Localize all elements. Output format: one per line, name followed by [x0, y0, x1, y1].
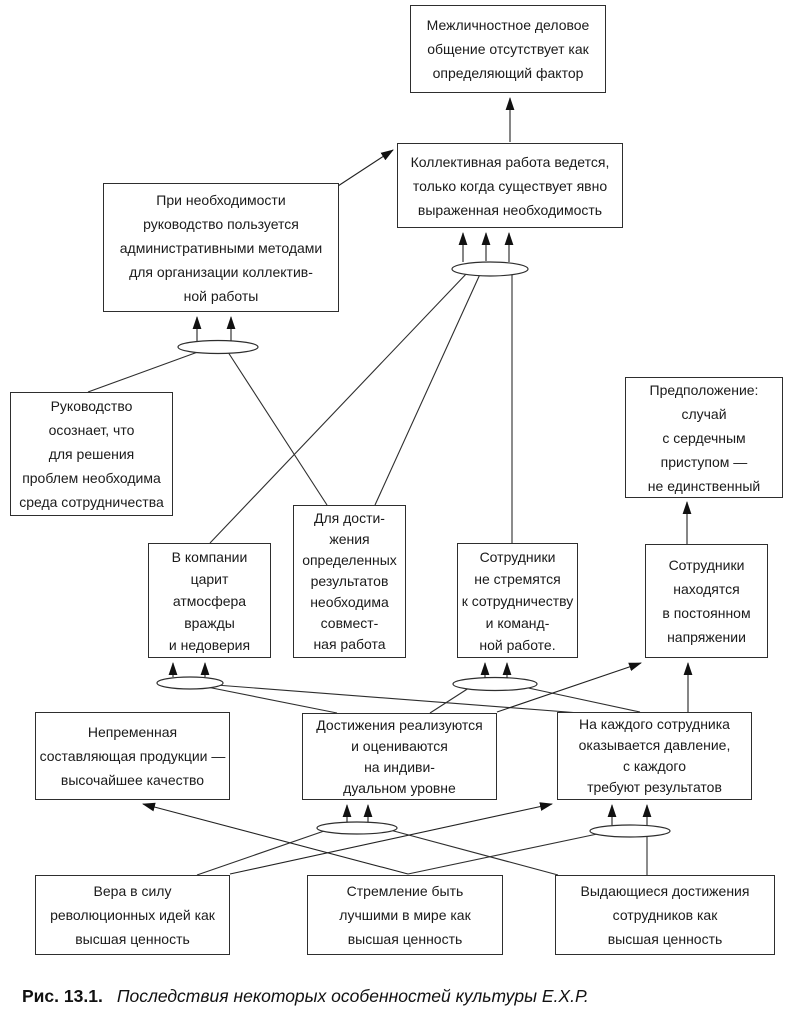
figure-caption: Рис. 13.1. Последствия некоторых особенно…: [22, 986, 772, 1007]
line-individual-to-junction-d: [429, 685, 473, 714]
box-constant-tension: Сотрудники находятся в постоянном напряж…: [645, 544, 768, 658]
collector-lines: [87, 271, 648, 876]
figure-caption-text: Последствия некоторых особенностей культ…: [116, 986, 589, 1006]
box-hostility: В компании царит атмосфера вражды и недо…: [148, 543, 271, 658]
box-individual-achievements: Достижения реализуются и оцениваются на …: [302, 713, 497, 800]
line-revolutionary-to-junction-e: [196, 829, 328, 876]
junction-f: [589, 824, 671, 838]
line-management-to-junction-a: [87, 348, 207, 393]
box-no-cooperation: Сотрудники не стремятся к сотрудничеству…: [457, 543, 578, 658]
arrow-individual-to-tension: [496, 662, 642, 713]
box-quality: Непременная составляющая продукции — выс…: [35, 712, 230, 800]
figure-caption-label: Рис. 13.1.: [22, 986, 103, 1006]
box-best-in-world: Стремление быть лучшими в мире как высша…: [307, 875, 503, 955]
arrow-admin-to-collective: [337, 149, 394, 187]
arrow-lines: [142, 97, 693, 875]
line-pressure-to-junction-d: [518, 685, 641, 713]
box-joint-work-needed: Для дости- жения определенных результато…: [293, 505, 406, 658]
line-hostility-to-junction-b: [209, 271, 469, 544]
line-jointwork-to-junction-a: [225, 348, 328, 506]
line-jointwork-to-junction-b: [374, 271, 482, 506]
box-pressure: На каждого сотрудника оказывается давлен…: [557, 712, 752, 800]
box-admin-methods: При необходимости руководство пользуется…: [103, 183, 339, 312]
junction-e: [316, 821, 398, 835]
box-interpersonal: Межличностное деловое общение отсутствуе…: [410, 5, 606, 93]
junction-ellipses: [156, 261, 671, 838]
line-individual-to-junction-c: [201, 685, 338, 714]
box-revolutionary-ideas: Вера в силу революционных идей как высша…: [35, 875, 230, 955]
line-outstanding-to-junction-e: [389, 829, 559, 876]
box-management-realizes: Руководство осознает, что для решения пр…: [10, 392, 173, 516]
arrow-revolutionary-to-pressure: [229, 802, 553, 875]
box-outstanding-achievements: Выдающиеся достижения сотрудников как вы…: [555, 875, 775, 955]
line-pressure-to-junction-c: [215, 684, 581, 714]
junction-d: [452, 676, 538, 692]
junction-c: [156, 676, 224, 690]
box-collective-work: Коллективная работа ведется, только когд…: [397, 143, 623, 228]
arrow-bestinworld-to-quality: [142, 802, 409, 875]
junction-b: [451, 261, 529, 277]
line-bestinworld-to-junction-f: [407, 832, 603, 875]
junction-a: [177, 339, 259, 355]
box-assumption: Предположение: случай с сердечным присту…: [625, 377, 783, 498]
